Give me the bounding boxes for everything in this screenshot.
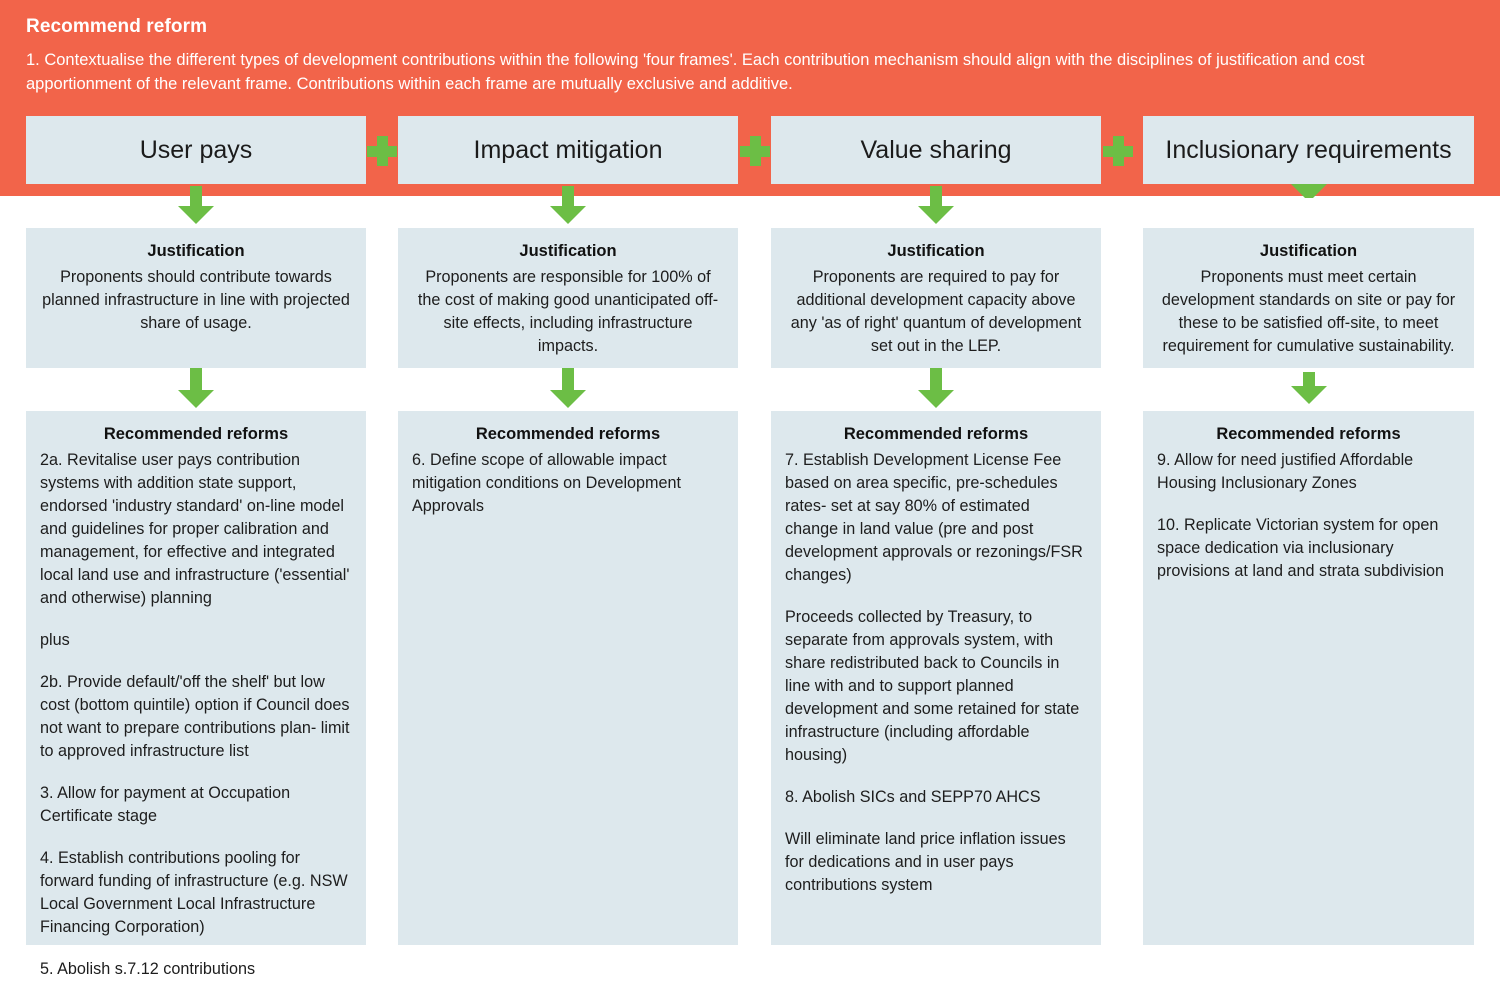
frame-label: Impact mitigation xyxy=(473,136,663,164)
card-title: Justification xyxy=(887,242,985,260)
reform-item: 10. Replicate Victorian system for open … xyxy=(1157,516,1445,580)
justification-card-user-pays: Justification Proponents should contribu… xyxy=(26,228,366,368)
frame-box-impact-mitigation[interactable]: Impact mitigation xyxy=(398,116,738,184)
card-text: Proponents must meet certain development… xyxy=(1161,268,1456,355)
frame-box-user-pays[interactable]: User pays xyxy=(26,116,366,184)
justification-card-value-sharing: Justification Proponents are required to… xyxy=(771,228,1101,368)
header-description: 1. Contextualise the different types of … xyxy=(26,51,1365,93)
card-text: Proponents are responsible for 100% of t… xyxy=(417,268,719,355)
frame-box-inclusionary-requirements[interactable]: Inclusionary requirements xyxy=(1143,116,1474,184)
reform-item: 7. Establish Development License Fee bas… xyxy=(785,451,1083,584)
arrow-down-icon xyxy=(550,186,586,224)
reform-item: 8. Abolish SICs and SEPP70 AHCS xyxy=(785,788,1041,806)
plus-icon xyxy=(1103,136,1133,166)
reform-item: 4. Establish contributions pooling for f… xyxy=(40,849,348,936)
reform-item: 5. Abolish s.7.12 contributions xyxy=(40,960,256,978)
card-text: Proponents should contribute towards pla… xyxy=(42,268,350,332)
reform-item: 2b. Provide default/'off the shelf' but … xyxy=(40,673,350,760)
card-title: Justification xyxy=(147,242,245,260)
arrow-down-icon xyxy=(178,186,214,224)
reforms-card-inclusionary-requirements: Recommended reforms 9. Allow for need ju… xyxy=(1143,411,1474,945)
plus-icon xyxy=(740,136,770,166)
card-title: Justification xyxy=(519,242,617,260)
frame-label: User pays xyxy=(139,136,253,164)
justification-card-inclusionary-requirements: Justification Proponents must meet certa… xyxy=(1143,228,1474,368)
reform-item: 9. Allow for need justified Affordable H… xyxy=(1157,451,1414,492)
reforms-text-list: 7. Establish Development License Fee bas… xyxy=(785,449,1087,897)
card-title: Recommended reforms xyxy=(843,425,1029,443)
frame-box-value-sharing[interactable]: Value sharing xyxy=(771,116,1101,184)
plus-icon xyxy=(367,136,397,166)
justification-card-impact-mitigation: Justification Proponents are responsible… xyxy=(398,228,738,368)
frame-label: Inclusionary requirements xyxy=(1165,136,1452,164)
arrow-down-icon xyxy=(918,186,954,224)
arrow-down-icon xyxy=(550,368,586,408)
arrow-down-icon xyxy=(1291,184,1327,198)
reforms-card-user-pays: Recommended reforms 2a. Revitalise user … xyxy=(26,411,366,978)
frame-label: Value sharing xyxy=(860,136,1012,164)
reforms-text-list: 2a. Revitalise user pays contribution sy… xyxy=(40,449,352,981)
card-title: Recommended reforms xyxy=(475,425,661,443)
card-text: Proponents are required to pay for addit… xyxy=(790,268,1082,355)
reform-item: 3. Allow for payment at Occupation Certi… xyxy=(40,784,291,825)
card-title: Recommended reforms xyxy=(103,425,289,443)
reform-item: 6. Define scope of allowable impact miti… xyxy=(412,451,682,515)
page-title: Recommend reform xyxy=(26,16,208,37)
reform-item: Will eliminate land price inflation issu… xyxy=(785,830,1066,894)
reform-item: Proceeds collected by Treasury, to separ… xyxy=(785,608,1080,764)
reforms-text-list: 6. Define scope of allowable impact miti… xyxy=(412,449,724,518)
arrow-down-icon xyxy=(918,368,954,408)
card-title: Justification xyxy=(1259,242,1358,260)
card-title: Recommended reforms xyxy=(1216,425,1401,443)
reforms-text-list: 9. Allow for need justified Affordable H… xyxy=(1157,449,1460,583)
arrow-down-icon xyxy=(1291,372,1327,404)
reforms-card-value-sharing: Recommended reforms 7. Establish Develop… xyxy=(771,411,1101,945)
reform-item: 2a. Revitalise user pays contribution sy… xyxy=(40,451,350,607)
reforms-card-impact-mitigation: Recommended reforms 6. Define scope of a… xyxy=(398,411,738,945)
arrow-down-icon xyxy=(178,368,214,408)
reform-item: plus xyxy=(40,631,70,649)
